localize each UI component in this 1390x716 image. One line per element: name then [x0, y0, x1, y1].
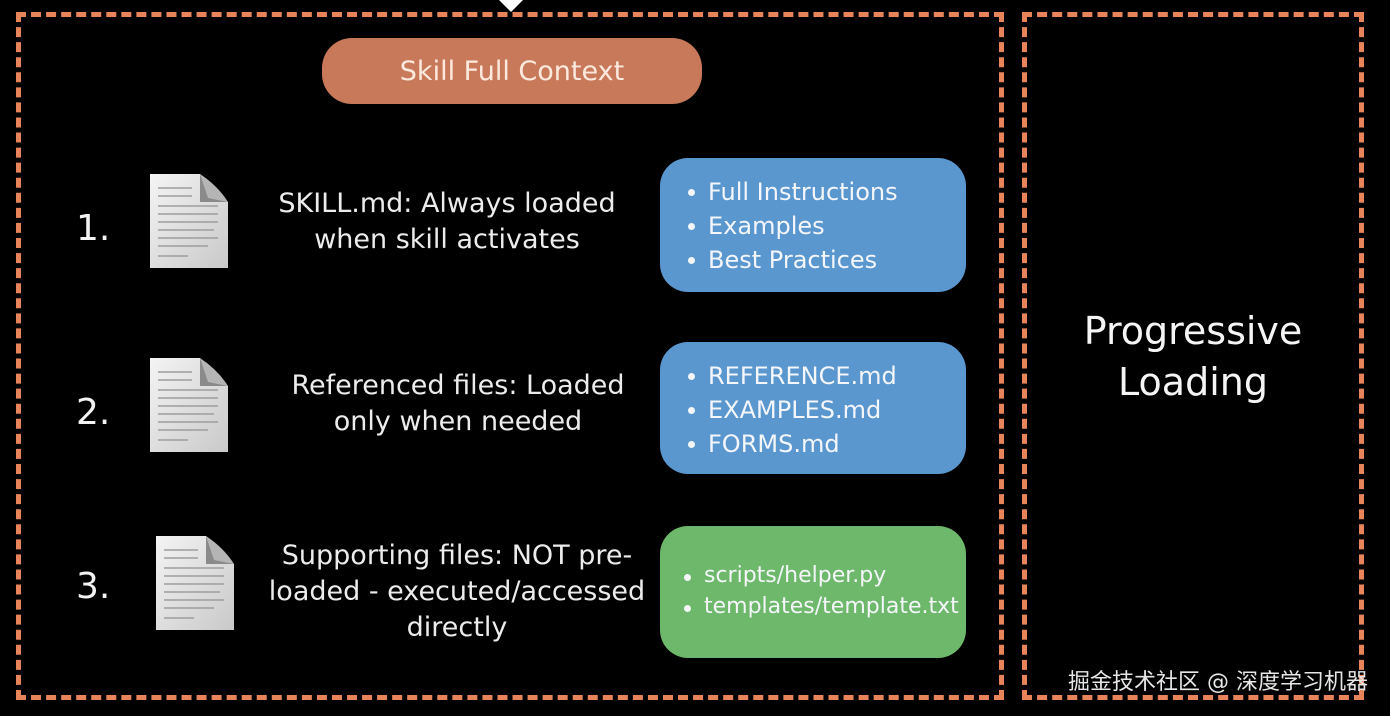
list-item: templates/template.txt [680, 591, 959, 622]
step-3-description: Supporting files: NOT pre- loaded - exec… [266, 538, 648, 646]
document-icon [156, 536, 234, 630]
step-3-card: scripts/helper.py templates/template.txt [660, 526, 966, 658]
step-3-number: 3. [76, 566, 111, 607]
step-2-description: Referenced files: Loaded only when neede… [272, 368, 644, 441]
step-1-description: SKILL.md: Always loaded when skill activ… [258, 186, 636, 259]
arrow-down-icon [499, 0, 523, 12]
progressive-loading-panel [1022, 12, 1364, 700]
progressive-label-line-1: Progressive [1083, 309, 1303, 353]
step-3-desc-line-1: Supporting files: NOT pre- [281, 540, 633, 571]
list-item: Best Practices [684, 243, 946, 277]
step-3-desc-line-2: loaded - executed/accessed [268, 575, 646, 607]
skill-full-context-label: Skill Full Context [322, 38, 702, 104]
list-item: scripts/helper.py [680, 560, 950, 591]
list-item: FORMS.md [684, 427, 946, 461]
step-1-desc-line-2: when skill activates [314, 224, 580, 256]
step-3-desc-line-3: directly [406, 611, 508, 643]
list-item: Examples [684, 209, 946, 243]
step-1-desc-line-1: SKILL.md: Always loaded [278, 188, 616, 219]
progressive-label-line-2: Loading [1118, 360, 1268, 405]
skill-context-panel [16, 12, 1004, 700]
list-item: REFERENCE.md [684, 359, 946, 393]
progressive-loading-label: Progressive Loading [1022, 306, 1364, 409]
step-2-number: 2. [76, 392, 111, 433]
list-item: Full Instructions [684, 175, 946, 209]
step-1-card: Full Instructions Examples Best Practice… [660, 158, 966, 292]
step-1-number: 1. [76, 208, 111, 249]
watermark-text: 掘金技术社区 @ 深度学习机器 [1068, 670, 1368, 695]
step-2-desc-line-2: only when needed [333, 406, 583, 438]
step-2-desc-line-1: Referenced files: Loaded [291, 370, 625, 401]
document-icon [150, 358, 228, 452]
list-item: EXAMPLES.md [684, 393, 946, 427]
step-2-card: REFERENCE.md EXAMPLES.md FORMS.md [660, 342, 966, 474]
document-icon [150, 174, 228, 268]
